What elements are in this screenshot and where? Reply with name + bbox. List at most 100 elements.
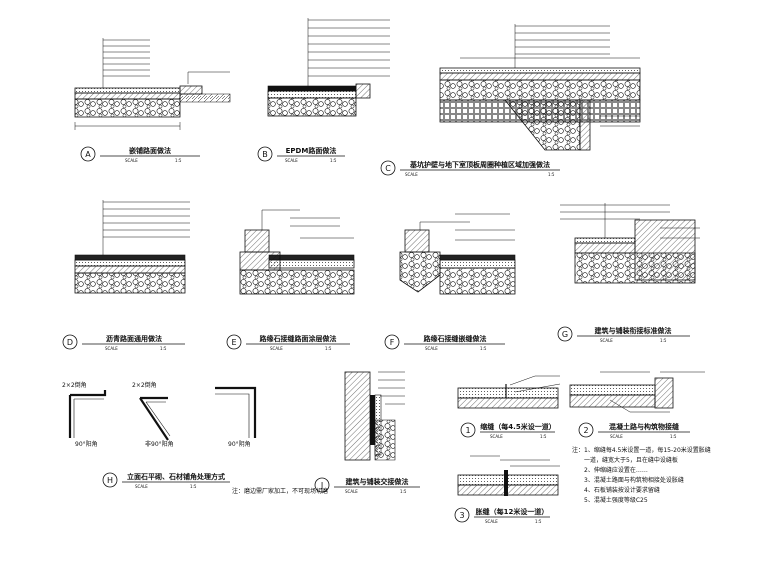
detail-s2-scale-label: SCALE [610,434,623,439]
detail-b-curb [355,83,371,99]
detail-d-scale-label: SCALE [105,346,118,351]
detail-e-scale-value: 1:5 [325,346,332,351]
detail-b-scale-value: 1:5 [330,158,337,163]
detail-h-chamfer-label-2: 2×2倒角 [132,381,157,389]
detail-s2-leaders [600,371,705,413]
detail-a-scale-value: 1:5 [175,158,182,163]
detail-s3: 3 胀缝（每12米设一道） SCALE 1:5 [454,455,560,524]
detail-a-scale-label: SCALE [125,158,138,163]
detail-h-corner-label-3: 90°阴角 [228,440,251,448]
detail-e-gravel [239,269,355,295]
detail-c-gravel [439,79,641,101]
detail-s2: 2 混凝土路与构筑物接缝 SCALE 1:5 [569,371,705,439]
detail-c-retaining-wall [579,99,591,151]
detail-s1-scale-label: SCALE [490,434,503,439]
detail-s2-slab [569,384,656,396]
detail-d-gravel [74,272,186,294]
detail-j-gravel [374,419,396,461]
detail-d-binder [74,259,186,267]
detail-d-title: 沥青路面通用做法 [106,334,162,343]
detail-f-marker [384,334,400,350]
detail-s3-marker-number: 3 [459,511,464,520]
notes-line: 3、混凝土路面与构筑物相接处设胀缝 [584,476,684,484]
detail-b-epdm [267,85,357,92]
detail-s1-marker-number: 1 [465,426,470,435]
detail-h-corner-label-2: 非90°阳角 [145,440,174,448]
detail-b-concrete [267,90,357,99]
detail-a-dimension [74,122,181,130]
detail-j-marker-letter: J [320,481,323,490]
detail-s3-scale-value: 1:5 [535,519,542,524]
detail-s3-title: 胀缝（每12米设一道） [476,507,549,516]
detail-f-scale-value: 1:5 [480,346,487,351]
detail-e-curb [244,229,270,253]
detail-d-asphalt [74,254,186,261]
detail-h-scale-value: 1:5 [190,484,197,489]
detail-s1: 1 缩缝（每4.5米设一道） SCALE 1:5 [457,375,561,439]
detail-c-scale-label: SCALE [405,172,418,177]
detail-j-building-wall [344,371,371,461]
detail-h-title: 立面石平砌、石材铺角处理方式 [127,472,225,481]
detail-h-corner-outer-non90-inner [145,401,171,437]
detail-h-corner-outer-non90 [139,396,169,441]
detail-f-curb [404,229,430,253]
detail-h-corner-outer-90 [68,390,107,438]
detail-a-curb [179,85,203,95]
detail-g-marker [557,326,573,342]
detail-c: C 基坑护壁与地下室顶板周圈种植区域加强做法 SCALE 1:5 [380,24,641,177]
detail-g-title: 建筑与铺装衔接标准做法 [595,326,672,335]
detail-j-leaders [378,371,405,405]
detail-s2-marker [578,422,594,438]
detail-d-marker-letter: D [67,338,73,347]
detail-g-concrete [574,242,636,254]
detail-g: G 建筑与铺装衔接标准做法 SCALE 1:5 [557,203,700,343]
detail-s1-slab [457,387,559,399]
detail-h-corner-inner-90-inner [215,393,250,438]
detail-j-marker [314,477,330,493]
detail-j: J 建筑与铺装交接做法 SCALE 1:5 [314,371,420,494]
detail-f: F 路缘石接缝嵌缝做法 SCALE 1:5 [384,213,516,351]
detail-j-title: 建筑与铺装交接做法 [346,477,409,486]
detail-d-scale-value: 1:5 [160,346,167,351]
detail-s1-scale-value: 1:5 [540,434,547,439]
detail-s2-marker-number: 2 [583,426,588,435]
notes-line: 5、混凝土强度等级C25 [584,496,648,504]
detail-j-scale-value: 1:5 [400,489,407,494]
notes-heading: 注： [572,446,584,454]
detail-h-corner-label-1: 90°阳角 [75,440,98,448]
detail-h-corner-outer-90-inner [73,398,104,438]
detail-c-paving [439,67,641,74]
detail-g-gravel [574,252,696,284]
detail-s2-base [569,394,656,408]
general-notes: 注： 1、缩缝每4.5米设置一道，每15-20米设置胀缝 一道，缝宽大于5，且在… [572,446,711,504]
detail-c-retaining-wedge [504,99,581,151]
detail-c-marker [380,160,396,176]
detail-h: 2×2倒角 90°阳角 2×2倒角 非90°阳角 90°阴角 H 立面石平砌、石… [62,381,328,495]
detail-e: E 路缘石接缝路面涂层做法 SCALE 1:5 [226,209,355,351]
detail-b-scale-label: SCALE [285,158,298,163]
detail-s3-marker [454,507,470,523]
notes-line: 2、伸缩缝应设置在…… [584,466,648,474]
detail-f-title: 路缘石接缝嵌缝做法 [424,334,487,343]
detail-j-scale-label: SCALE [345,489,358,494]
detail-e-marker [226,334,242,350]
detail-b-gravel [267,97,357,117]
notes-line: 4、石板铺装按设计要求留缝 [584,486,660,494]
detail-e-leaders [261,209,354,239]
detail-h-marker-letter: H [107,476,113,485]
detail-f-footing [399,251,441,293]
detail-f-marker-letter: F [390,338,395,347]
detail-s3-joint-board [504,470,508,496]
notes-line: 一道，缝宽大于5，且在缝中设缝板 [584,456,678,464]
detail-h-chamfer-label-1: 2×2倒角 [62,381,87,389]
detail-g-marker-letter: G [562,330,568,339]
detail-g-scale-value: 1:5 [660,338,667,343]
detail-f-scale-label: SCALE [425,346,438,351]
detail-a-gravel [74,98,181,118]
detail-e-base [268,259,355,269]
detail-s2-structure [654,377,674,409]
detail-b-title: EPDM路面做法 [286,146,337,155]
detail-c-marker-letter: C [385,164,391,173]
detail-a-marker-letter: A [85,150,91,159]
detail-h-note: 注：磨边需厂家加工，不可现场切磨 [232,487,328,495]
